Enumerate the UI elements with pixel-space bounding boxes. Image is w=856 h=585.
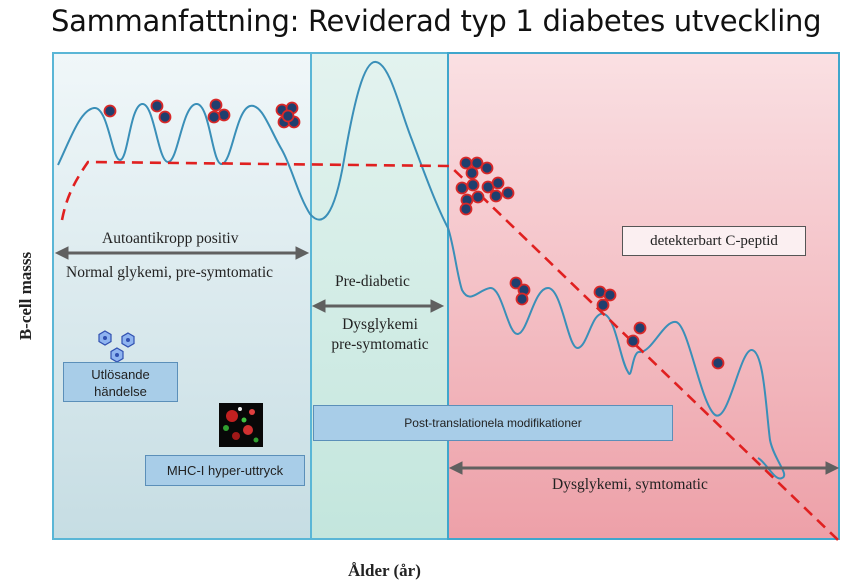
y-axis-label: B-cell masss xyxy=(16,251,35,341)
label-symptomatic: Dysglykemi, symtomatic xyxy=(552,476,708,493)
label-autoantibody: Autoantikropp positiv xyxy=(102,230,239,247)
prediabetic-arrow xyxy=(311,299,445,313)
label-prediabetic: Pre-diabetic xyxy=(335,273,410,290)
mhc-box: MHC-I hyper-uttryck xyxy=(145,455,305,486)
label-normal-glycemia: Normal glykemi, pre-symtomatic xyxy=(66,264,274,281)
ptm-box: Post-translationela modifikationer xyxy=(313,405,673,441)
label-pre-symptomatic: pre-symtomatic xyxy=(331,336,429,353)
trigger-line1: Utlösande xyxy=(91,367,150,382)
label-dysglycemia: Dysglykemi xyxy=(342,316,418,333)
phase-symptomatic-region xyxy=(447,52,840,540)
threshold-line xyxy=(60,160,839,541)
c-peptide-box: detekterbart C-peptid xyxy=(622,226,806,256)
beta-cell-curve xyxy=(57,61,786,480)
microscopy-image xyxy=(219,403,263,447)
symptomatic-arrow xyxy=(448,461,840,475)
autoantibody-arrow xyxy=(54,246,310,260)
phase-prediabetic-region xyxy=(312,52,449,540)
x-axis-label: Ålder (år) xyxy=(348,561,421,580)
virus-icon xyxy=(98,330,135,363)
slide-title: Sammanfattning: Reviderad typ 1 diabetes… xyxy=(51,4,822,38)
trigger-line2: händelse xyxy=(94,384,147,399)
trigger-event-box: Utlösande händelse xyxy=(63,362,178,402)
